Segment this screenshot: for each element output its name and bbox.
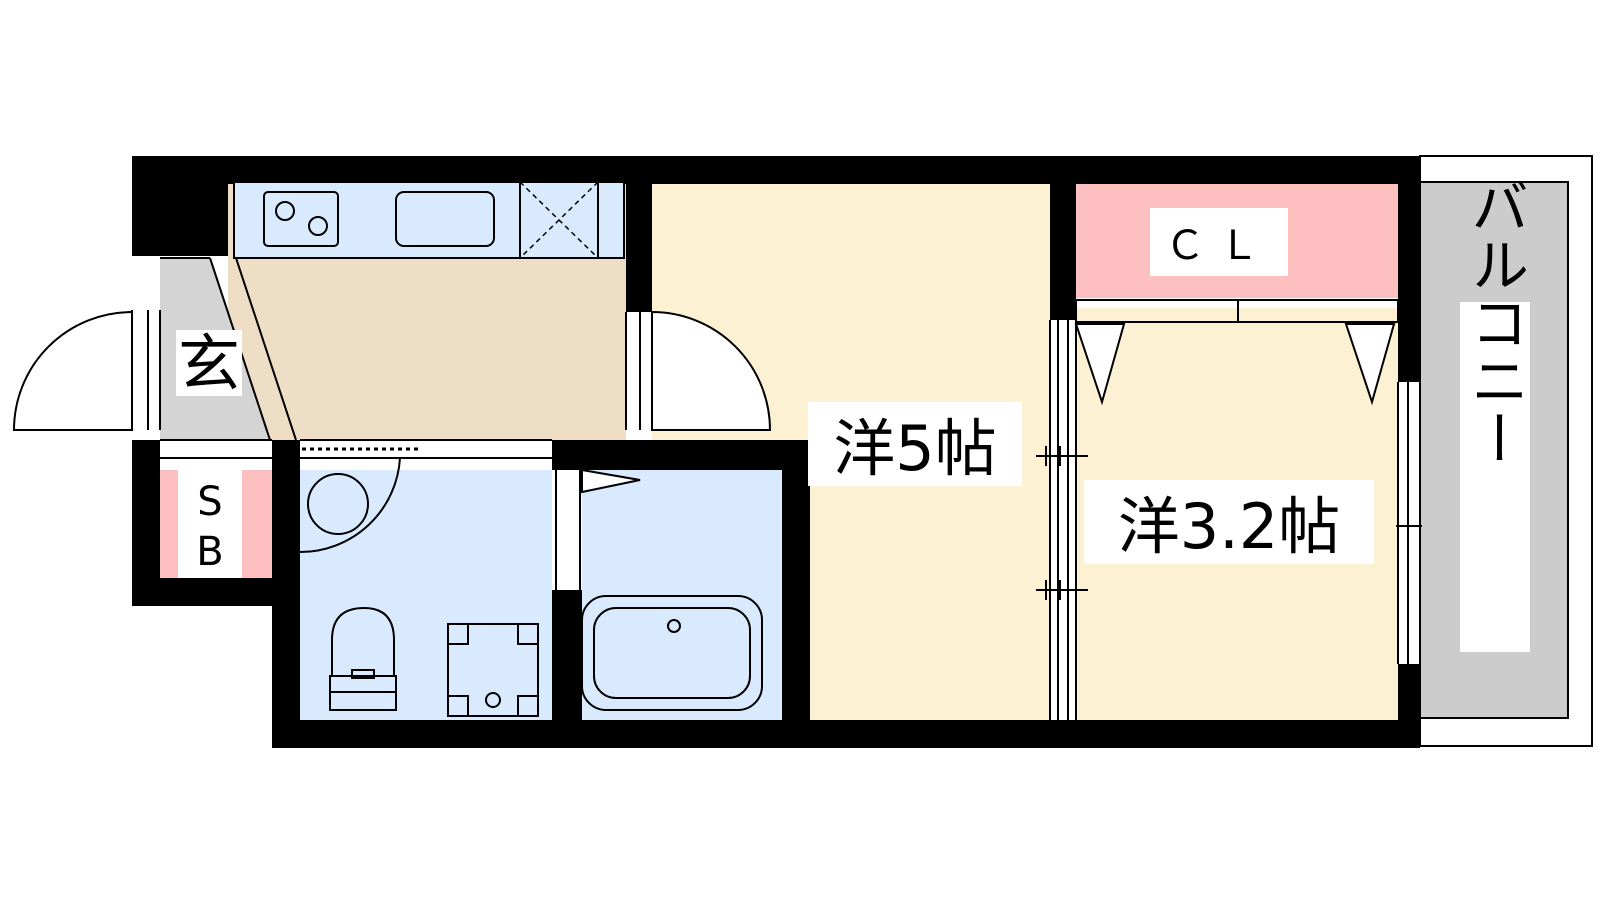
washroom-floor (300, 470, 552, 720)
closet-label-group: ＣＬ (1150, 208, 1288, 276)
room-5jo-label: 洋5帖 (833, 412, 996, 485)
washroom-door-swing (299, 457, 401, 554)
room-32jo-label: 洋3.2帖 (1118, 490, 1341, 563)
balcony-label: バルコニー (1461, 177, 1529, 467)
room-5jo-label-group: 洋5帖 (808, 402, 1022, 486)
closet-door-swings (1074, 323, 1396, 406)
storage-label: S (197, 479, 222, 525)
walls (132, 156, 1420, 748)
closet-label: ＣＬ (1165, 223, 1273, 269)
washing-machine-space-icon (447, 623, 539, 717)
entrance-label: 玄 (178, 327, 240, 400)
storage-label-2: B (196, 529, 223, 575)
entrance-label-group: 玄 (176, 327, 242, 400)
entrance-door-swing (12, 310, 133, 431)
sink-icon (395, 191, 495, 247)
fridge-space-icon (519, 181, 599, 259)
washbasin-icon (307, 473, 369, 535)
stove-icon (263, 191, 339, 247)
room-32jo-label-group: 洋3.2帖 (1084, 480, 1374, 564)
balcony-label-group: バルコニー (1460, 177, 1530, 652)
sliding-door-marks (1036, 446, 1422, 600)
fridge-space-box (519, 181, 599, 259)
bathtub-icon (581, 595, 763, 711)
room5-door-swing (625, 310, 772, 431)
storage-label-group: S B (178, 470, 242, 578)
bath-door-marker (581, 468, 641, 494)
toilet-icon (329, 606, 397, 711)
